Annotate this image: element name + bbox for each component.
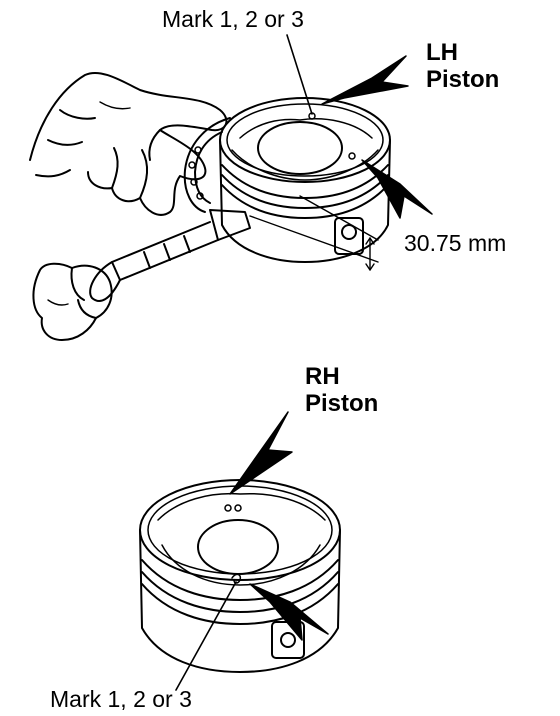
micrometer-icon xyxy=(89,209,251,302)
lh-piston-label: LH Piston xyxy=(426,39,500,94)
measurement-label: 30.75 mm xyxy=(404,230,507,256)
arrow-rh-top-icon xyxy=(229,411,293,495)
bottom-mark-label: Mark 1, 2 or 3 xyxy=(50,686,192,712)
top-mark-label: Mark 1, 2 or 3 xyxy=(162,6,304,32)
arrow-measure-icon xyxy=(361,159,433,219)
top-mark-leader xyxy=(286,34,313,115)
arrow-lh-icon xyxy=(321,55,409,105)
caliper-frame-icon xyxy=(183,117,231,213)
bottom-mark-leader xyxy=(175,581,237,691)
hand-icon xyxy=(29,71,228,216)
piston-lh-icon xyxy=(219,97,391,263)
rh-piston-label: RH Piston xyxy=(305,363,379,418)
rh-label-line2: Piston xyxy=(305,389,379,417)
rh-label-line1: RH xyxy=(305,363,340,390)
piston-rh-icon xyxy=(139,479,341,673)
lh-label-line2: Piston xyxy=(426,65,500,93)
fingers-icon xyxy=(32,262,113,341)
measurement-guide xyxy=(249,195,379,271)
arrow-rh-bottom-icon xyxy=(249,583,329,641)
lh-label-line1: LH xyxy=(426,39,458,66)
